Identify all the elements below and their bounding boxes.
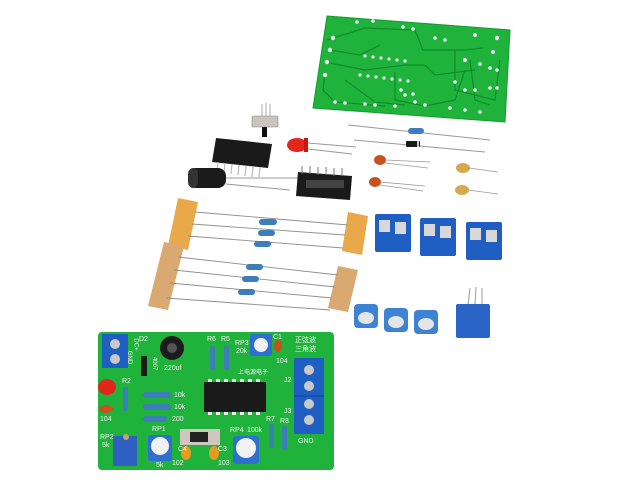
label-r4-value: 10k [174, 404, 186, 411]
label-c1-value: 104 [276, 358, 288, 365]
label-c3: C3 [218, 446, 227, 453]
mylar-cap [455, 185, 469, 195]
label-rp4: RP4 [230, 427, 244, 434]
red-led [287, 138, 357, 155]
label-r3-value: 10k [174, 392, 186, 399]
label-c1: C1 [273, 334, 282, 341]
mylar-cap [456, 163, 470, 173]
multiturn-pot [456, 286, 490, 338]
label-r5: R5 [221, 336, 230, 343]
bare-pcb [312, 15, 511, 123]
label-rp4-value: 100k [247, 427, 263, 434]
label-rp2-value: 5k [102, 442, 110, 449]
terminals-and-pots [354, 214, 502, 338]
label-rp1-value: 5k [156, 462, 164, 469]
ceramic-cap [369, 177, 381, 187]
label-220uf: 220uf [164, 365, 182, 372]
label-4007: 4007 [151, 356, 158, 371]
label-rp3: RP3 [235, 340, 249, 347]
loose-diode [406, 141, 420, 147]
label-r7: R7 [266, 416, 275, 423]
label-r1-value: 200 [172, 416, 184, 423]
label-logo: 上电源电子 [238, 370, 269, 376]
label-gnd-out: GND [298, 438, 314, 445]
terminal-block [420, 218, 456, 256]
label-rp3-value: 20k [236, 348, 248, 355]
terminal-block [466, 222, 502, 260]
assembled-pcb: DC+ GND D2 4007 220uf R2 10k 10k 200 R6 … [98, 332, 336, 472]
ceramic-cap [374, 155, 386, 165]
label-d2: D2 [139, 336, 148, 343]
label-r8: R8 [280, 418, 289, 425]
trim-pot [414, 310, 438, 334]
ic-socket [296, 166, 352, 200]
terminal-block [375, 214, 411, 252]
electrolytic-capacitor [188, 168, 298, 191]
label-triangle: 三角波 [295, 346, 316, 353]
label-j2: J2 [284, 377, 292, 384]
label-c4-value: 102 [172, 460, 184, 467]
label-rp1: RP1 [152, 426, 166, 433]
label-j3: J3 [284, 408, 292, 415]
loose-components-upper [188, 103, 499, 200]
label-sine: 正弦波 [295, 337, 316, 344]
label-c4: C4 [178, 446, 187, 453]
loose-resistor [408, 128, 424, 134]
label-r2: R2 [122, 378, 131, 385]
label-c2-value: 104 [100, 416, 112, 423]
label-rp2: RP2 [100, 434, 114, 441]
label-c3-value: 103 [218, 460, 230, 467]
trim-pot [354, 304, 378, 328]
trim-pot [384, 308, 408, 332]
label-dc: DC+ [132, 338, 139, 351]
slide-switch [251, 103, 279, 137]
label-gnd-in: GND [126, 350, 133, 365]
label-r6: R6 [207, 336, 216, 343]
taped-resistor-strip [148, 198, 368, 312]
